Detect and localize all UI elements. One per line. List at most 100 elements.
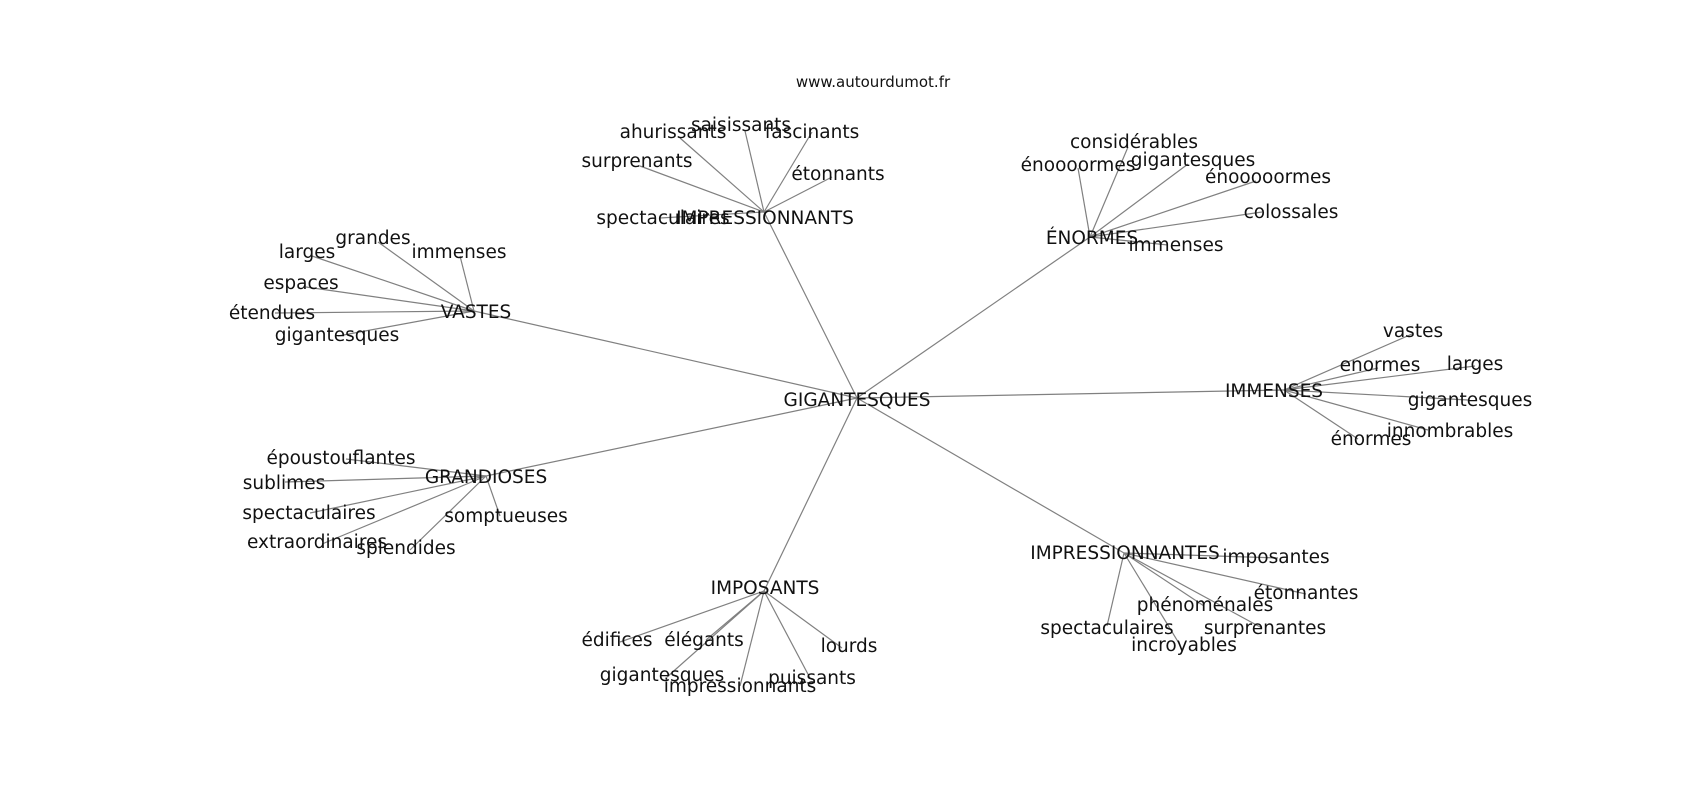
edge-vastes-to-espaces <box>305 286 475 312</box>
edge-enormes-to-immenses <box>1089 236 1169 246</box>
edge-impressionnants-to-saisissants <box>744 130 765 213</box>
node-leaf-grandioses-extraordinaires[interactable]: extraordinaires <box>247 532 387 553</box>
node-leaf-grandioses-sublimes[interactable]: sublimes <box>243 473 325 494</box>
edge-grandioses-to-sublimes <box>284 475 487 483</box>
node-leaf-imposants-elegants[interactable]: élégants <box>664 630 744 651</box>
node-leaf-vastes-grandes[interactable]: grandes <box>335 228 410 249</box>
node-leaf-vastes-larges[interactable]: larges <box>279 242 336 263</box>
edge-immenses-to-vastes <box>1283 333 1413 391</box>
edge-impressionnantes-to-etonnantes <box>1123 552 1307 595</box>
node-hub-impressionnants[interactable]: IMPRESSIONNANTS <box>676 208 854 229</box>
edge-center-to-immenses <box>856 389 1285 399</box>
node-leaf-impressionnantes-imposantes[interactable]: imposantes <box>1222 547 1329 568</box>
node-hub-impressionnantes[interactable]: IMPRESSIONNANTES <box>1030 543 1220 564</box>
node-leaf-enormes-enooooormes[interactable]: énooooormes <box>1205 167 1331 188</box>
node-leaf-vastes-espaces[interactable]: espaces <box>263 273 338 294</box>
node-leaf-impressionnants-ahurissants[interactable]: ahurissants <box>620 122 727 143</box>
edge-grandioses-to-epoustouflantes <box>345 458 487 477</box>
node-leaf-impressionnants-saisissants[interactable]: saisissants <box>691 115 791 136</box>
edge-grandioses-to-extraordinaires <box>321 475 487 545</box>
node-leaf-immenses-enormes[interactable]: énormes <box>1331 429 1412 450</box>
edge-enormes-to-enooooormes <box>1089 180 1257 238</box>
node-leaf-grandioses-spectaculaires[interactable]: spectaculaires <box>242 503 375 524</box>
edge-immenses-to-enormes <box>1283 367 1379 391</box>
edge-enormes-to-colossales <box>1089 211 1263 238</box>
node-center-gigantesques[interactable]: GIGANTESQUES <box>784 390 931 411</box>
edge-center-to-imposants <box>763 397 858 592</box>
edge-vastes-to-gigantesques <box>337 310 475 337</box>
node-leaf-immenses-innombrables[interactable]: innombrables <box>1387 421 1514 442</box>
node-leaf-vastes-gigantesques[interactable]: gigantesques <box>275 325 399 346</box>
node-hub-enormes[interactable]: ÉNORMES <box>1046 227 1138 249</box>
site-url-label: www.autourdumot.fr <box>796 73 951 91</box>
edge-enormes-to-enoooormes <box>1077 167 1091 238</box>
node-leaf-imposants-puissants[interactable]: puissants <box>768 668 856 689</box>
edge-immenses-to-innombrables <box>1283 389 1429 431</box>
node-leaf-impressionnantes-surprenantes[interactable]: surprenantes <box>1204 618 1326 639</box>
node-leaf-enormes-enoooormes[interactable]: énoooormes <box>1021 155 1136 176</box>
edge-imposants-to-lourds <box>763 590 843 649</box>
node-leaf-impressionnantes-spectaculaires[interactable]: spectaculaires <box>1040 618 1173 639</box>
edge-impressionnantes-to-incroyables <box>1123 552 1181 646</box>
node-leaf-immenses-vastes[interactable]: vastes <box>1383 321 1443 342</box>
node-leaf-immenses-enormes[interactable]: enormes <box>1340 355 1421 376</box>
node-leaf-enormes-immenses[interactable]: immenses <box>1129 235 1224 256</box>
node-leaf-impressionnants-fascinants[interactable]: fascinants <box>765 122 859 143</box>
edge-impressionnants-to-spectaculaires <box>659 211 765 219</box>
edge-center-to-enormes <box>856 236 1091 399</box>
node-leaf-impressionnants-etonnants[interactable]: étonnants <box>791 164 884 185</box>
node-leaf-grandioses-epoustouflantes[interactable]: époustouflantes <box>266 448 415 469</box>
edge-immenses-to-enormes <box>1283 389 1359 440</box>
node-leaf-enormes-considerables[interactable]: considérables <box>1070 132 1198 153</box>
node-leaf-immenses-gigantesques[interactable]: gigantesques <box>1408 390 1532 411</box>
graph-edges <box>274 130 1476 687</box>
node-leaf-impressionnantes-incroyables[interactable]: incroyables <box>1131 635 1237 656</box>
node-leaf-vastes-etendues[interactable]: étendues <box>229 303 315 324</box>
edge-impressionnantes-to-surprenantes <box>1123 552 1263 629</box>
node-leaf-immenses-larges[interactable]: larges <box>1447 354 1504 375</box>
edge-vastes-to-larges <box>311 255 475 312</box>
edge-grandioses-to-spectaculaires <box>309 475 487 514</box>
node-leaf-grandioses-somptueuses[interactable]: somptueuses <box>444 506 567 527</box>
edge-enormes-to-gigantesques <box>1089 163 1189 238</box>
edge-impressionnants-to-etonnants <box>763 176 833 213</box>
edge-imposants-to-puissants <box>763 590 811 679</box>
node-leaf-impressionnantes-phenomenales[interactable]: phénoménales <box>1137 595 1274 616</box>
node-leaf-grandioses-splendides[interactable]: splendides <box>356 538 455 559</box>
edge-immenses-to-gigantesques <box>1283 389 1469 401</box>
node-hub-immenses[interactable]: IMMENSES <box>1225 381 1323 402</box>
edge-impressionnants-to-surprenants <box>639 165 765 213</box>
edge-center-to-grandioses <box>485 397 858 477</box>
edge-imposants-to-edifices <box>619 590 765 643</box>
edge-vastes-to-grandes <box>377 241 475 312</box>
node-leaf-imposants-impressionnants[interactable]: impressionnants <box>664 676 817 697</box>
edge-imposants-to-gigantesques <box>666 590 765 678</box>
edge-vastes-to-immenses <box>459 255 475 312</box>
node-hub-grandioses[interactable]: GRANDIOSES <box>425 467 547 488</box>
node-hub-vastes[interactable]: VASTES <box>441 302 512 323</box>
edge-impressionnantes-to-spectaculaires <box>1106 552 1125 627</box>
node-leaf-imposants-lourds[interactable]: lourds <box>821 636 878 657</box>
node-leaf-enormes-gigantesques[interactable]: gigantesques <box>1131 150 1255 171</box>
edge-impressionnantes-to-phenomenales <box>1123 552 1205 607</box>
edge-grandioses-to-splendides <box>409 475 487 551</box>
edge-imposants-to-impressionnants <box>739 590 765 687</box>
edge-impressionnants-to-ahurissants <box>679 137 765 213</box>
node-hub-imposants[interactable]: IMPOSANTS <box>711 578 820 599</box>
edge-immenses-to-larges <box>1283 365 1476 391</box>
edge-impressionnantes-to-imposantes <box>1123 552 1279 559</box>
edge-impressionnants-to-fascinants <box>763 131 813 213</box>
node-leaf-imposants-gigantesques[interactable]: gigantesques <box>600 665 724 686</box>
edge-center-to-vastes <box>473 310 858 399</box>
edge-enormes-to-considerables <box>1089 146 1129 238</box>
node-leaf-enormes-colossales[interactable]: colossales <box>1244 202 1339 223</box>
node-leaf-imposants-edifices[interactable]: édifices <box>581 630 652 651</box>
node-leaf-impressionnants-spectaculaires[interactable]: spectaculaires <box>596 208 729 229</box>
edge-center-to-impressionnantes <box>856 397 1125 554</box>
node-leaf-impressionnants-surprenants[interactable]: surprenants <box>582 151 693 172</box>
node-leaf-impressionnantes-etonnantes[interactable]: étonnantes <box>1254 583 1359 604</box>
graph-labels: www.autourdumot.fr GIGANTESQUES IMPRESSIO… <box>229 73 1532 697</box>
node-leaf-vastes-immenses[interactable]: immenses <box>412 242 507 263</box>
